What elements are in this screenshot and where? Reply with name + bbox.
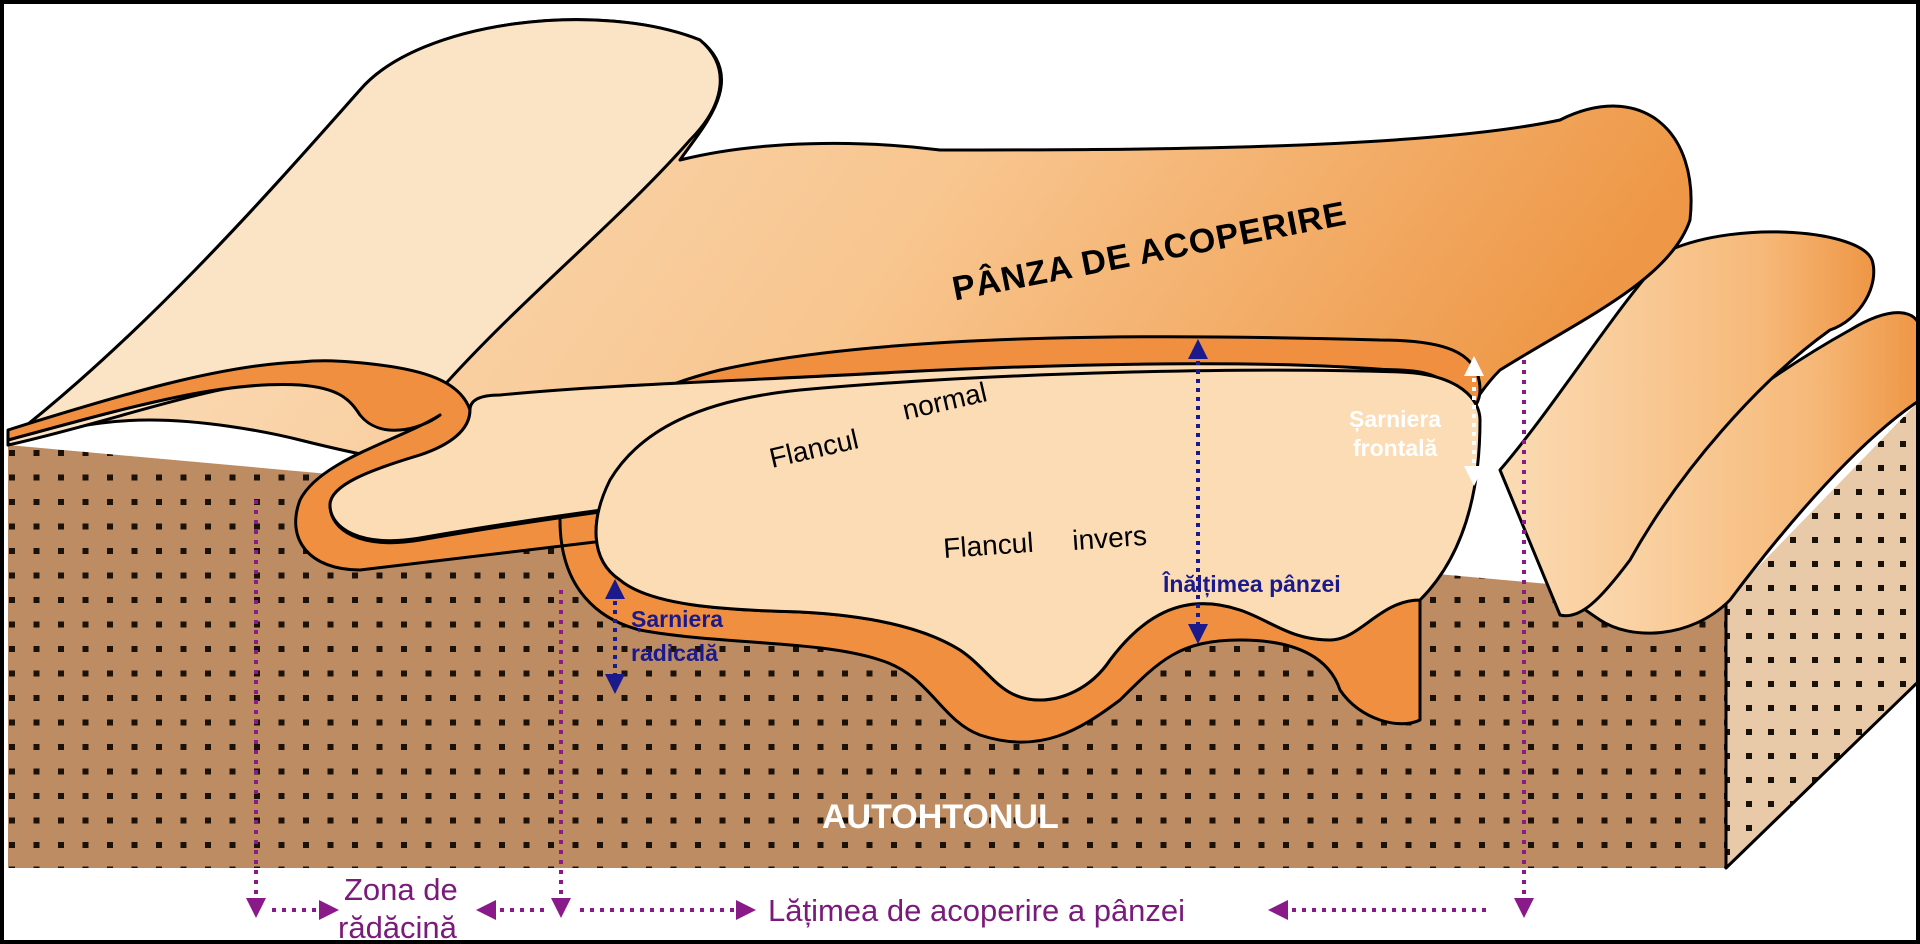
- inverse-flank-label-2: invers: [1071, 520, 1148, 556]
- radical-hinge-label-2: radicală: [631, 640, 718, 666]
- radical-hinge-label-1: Șarniera: [631, 606, 723, 633]
- inverse-flank-label-1: Flancul: [942, 527, 1034, 564]
- root-zone-label-2: rădăcină: [338, 910, 458, 944]
- coverage-width-label: Lățimea de acoperire a pânzei: [768, 893, 1185, 928]
- frontal-hinge-label-1: Șarniera: [1349, 406, 1441, 433]
- nappe-height-label: Înălțimea pânzei: [1162, 570, 1341, 598]
- frontal-hinge-label-2: frontală: [1353, 435, 1438, 461]
- autochthon-label: AUTOHTONUL: [822, 798, 1059, 836]
- root-zone-label-1: Zona de: [344, 872, 458, 907]
